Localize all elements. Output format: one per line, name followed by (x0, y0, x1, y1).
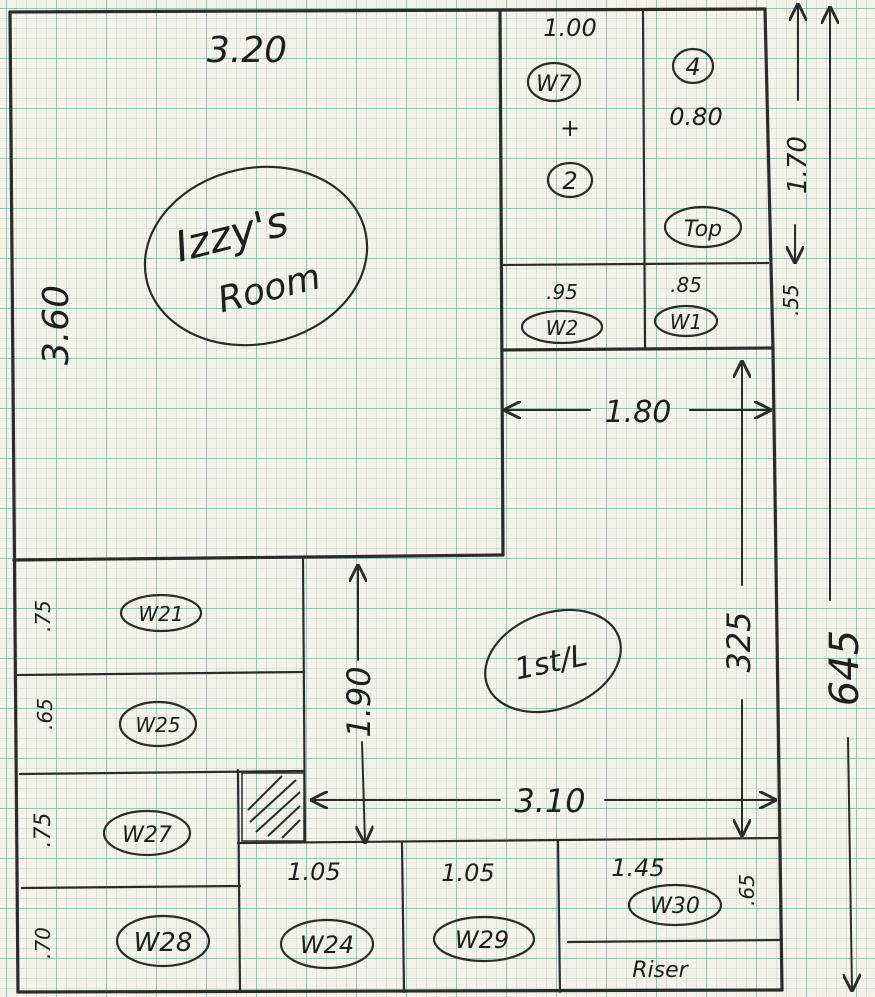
w30-depth-label: .65 (735, 874, 759, 906)
right-upper-dim: 1.70 (783, 136, 813, 194)
w24-width-label: 1.05 (287, 858, 340, 886)
room-depth-label: 3.60 (36, 285, 77, 365)
w28-tag: W28 (134, 928, 193, 958)
left-cupboards (16, 556, 783, 994)
labels: 3.20 Izzy's Room 3.60 1.00 W7 + 2 4 0.80… (31, 14, 868, 983)
riser-label: Riser (632, 958, 689, 983)
w28-dim-label: .70 (31, 927, 55, 959)
tag-rings (102, 47, 743, 970)
top-count: 4 (685, 53, 700, 81)
w30-tag: W30 (650, 894, 700, 919)
total-depth-label: 645 (822, 630, 868, 706)
landing-tag: 1st/L (512, 638, 591, 687)
w7-plus: + (560, 114, 580, 142)
w25-tag: W25 (135, 713, 180, 737)
right-small-dim: .55 (779, 284, 803, 316)
w1-tag: W1 (670, 310, 703, 334)
outer-walls (8, 7, 784, 994)
landing-depth-label: 325 (720, 611, 758, 672)
w25-dim-label: .65 (33, 698, 57, 730)
stair-dim-label: 1.90 (340, 666, 378, 737)
room-width-label: 3.20 (207, 30, 287, 71)
top-right-cupboards (500, 8, 774, 352)
w27-dim-label: .75 (31, 813, 56, 848)
top-width-label: 0.80 (669, 103, 722, 131)
w24-tag: W24 (300, 931, 354, 959)
w7-width-label: 1.00 (543, 14, 596, 42)
w21-dim-label: .75 (31, 600, 55, 632)
hatched-void (241, 772, 305, 842)
w21-tag: W21 (138, 602, 183, 626)
w2-width-label: .95 (546, 280, 578, 304)
top-tag: Top (684, 217, 722, 242)
izzys-room-walls (12, 10, 505, 562)
w7-count: 2 (562, 167, 577, 195)
room-name-line2: Room (214, 256, 325, 321)
dimension-arrows (312, 5, 852, 990)
w30-width-label: 1.45 (611, 854, 664, 882)
w2-tag: W2 (546, 316, 579, 340)
w7-tag: W7 (536, 72, 572, 97)
stair-width-label: 3.10 (514, 782, 585, 820)
w1-width-label: .85 (670, 273, 702, 297)
landing-width-label: 1.80 (605, 395, 672, 430)
w29-width-label: 1.05 (441, 859, 494, 887)
w27-tag: W27 (122, 823, 172, 848)
w29-tag: W29 (455, 926, 509, 954)
room-name-line1: Izzy's (170, 196, 293, 271)
